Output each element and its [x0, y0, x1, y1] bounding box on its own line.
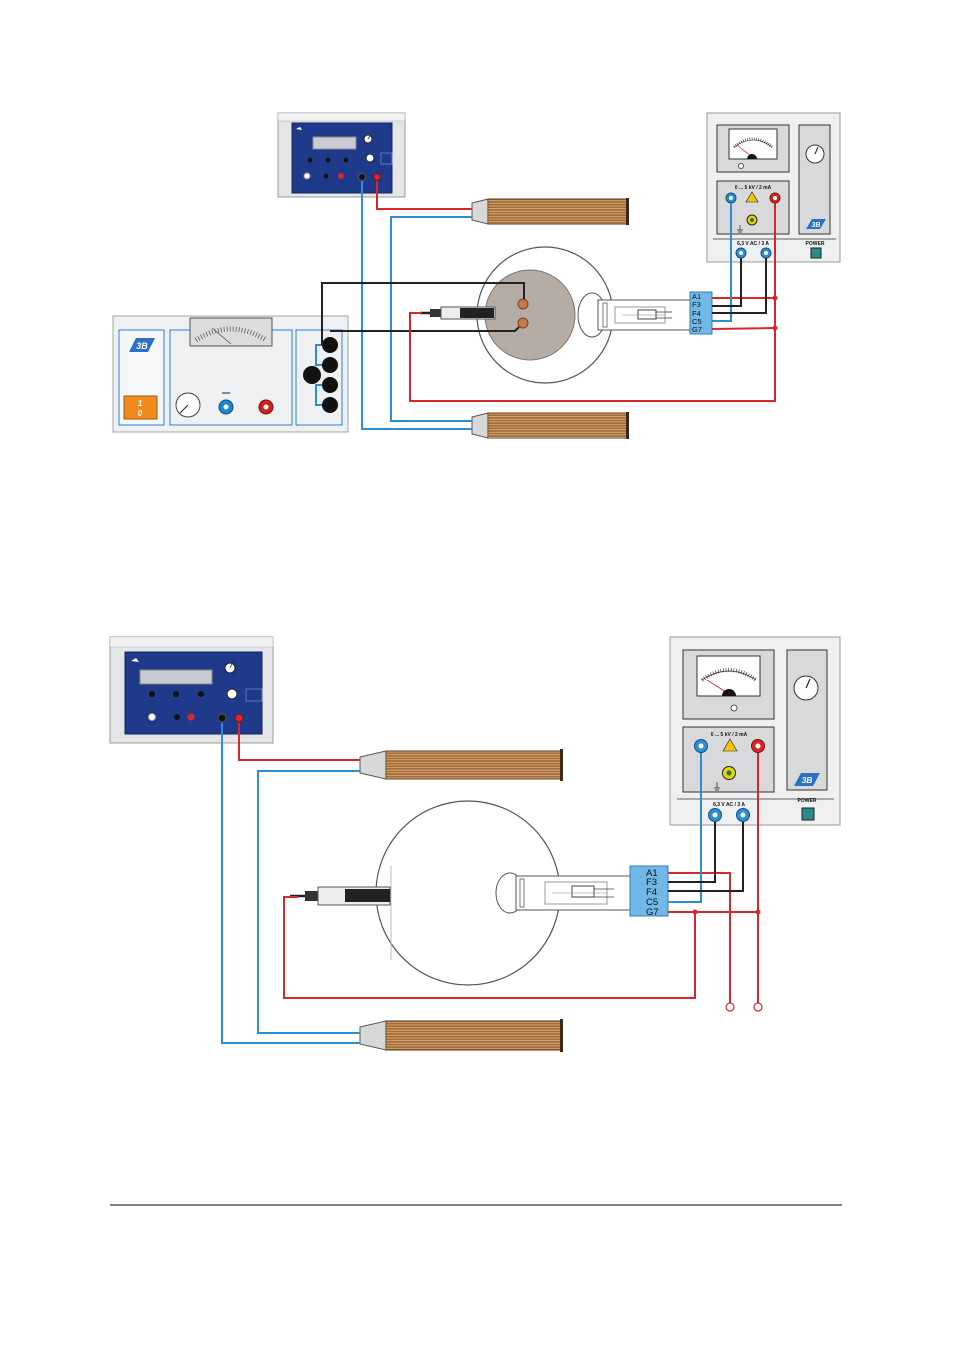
wire-blue — [362, 181, 472, 429]
switch-off-label: 0 — [138, 409, 143, 418]
switch-on-label: 1 — [138, 399, 143, 408]
jack — [149, 691, 155, 697]
jack — [173, 691, 179, 697]
hv-power-supply: 3B 0 ... 5 kV / 2 mA 6,3 V AC / 3 A POWE… — [707, 113, 840, 262]
output-jack-red — [235, 714, 243, 722]
function-generator — [110, 637, 273, 743]
plate-terminal — [518, 299, 528, 309]
jack — [326, 158, 331, 163]
output-jack-black — [359, 174, 366, 181]
helmholtz-coil-upper — [472, 198, 629, 225]
display — [313, 137, 356, 149]
jack-black — [322, 357, 338, 373]
terminal-open — [726, 1003, 734, 1011]
helmholtz-coil-lower — [472, 412, 629, 439]
jack-red — [188, 714, 195, 721]
jack-red — [338, 173, 344, 179]
heater-label: 6,3 V AC / 3 A — [713, 802, 745, 808]
jack-black — [324, 174, 329, 179]
helmholtz-coil-upper — [360, 749, 563, 781]
power-label: POWER — [806, 241, 825, 247]
terminal-open — [754, 1003, 762, 1011]
svg-text:3B: 3B — [802, 775, 813, 785]
knob-icon — [227, 689, 237, 699]
socket-label-g7: G7 — [646, 907, 659, 918]
wire-red — [668, 873, 730, 1003]
jack-white — [304, 173, 310, 179]
output-jack-red — [374, 174, 381, 181]
jack — [198, 691, 204, 697]
analog-meter — [190, 318, 272, 346]
jack — [344, 158, 349, 163]
bottom-diagram: 3B 0 ... 5 kV / 2 mA 6,3 V AC / 3 A POWE… — [110, 637, 840, 1052]
jack-black — [303, 366, 321, 384]
helmholtz-coil-lower — [360, 1019, 563, 1052]
svg-text:3B: 3B — [812, 222, 821, 229]
socket-label-g7: G7 — [692, 325, 702, 334]
svg-text:3B: 3B — [136, 341, 148, 351]
jack-black — [322, 397, 338, 413]
indicator-lamp — [739, 164, 744, 169]
knob-icon — [366, 154, 374, 162]
electron-tube: A1 F3 F4 C5 G7 — [290, 801, 668, 985]
function-generator — [278, 113, 405, 197]
output-jack-black — [218, 714, 226, 722]
power-label: POWER — [798, 798, 817, 804]
socket-label-f3: F3 — [692, 300, 701, 309]
indicator-lamp — [731, 705, 737, 711]
wire-red — [712, 328, 775, 329]
power-button — [811, 248, 821, 258]
jack-black — [174, 714, 180, 720]
heater-label: 6,3 V AC / 3 A — [737, 241, 769, 247]
range-label: 0 ... 5 kV / 2 mA — [735, 185, 772, 191]
dc-power-supply: 3B 1 0 — [113, 316, 348, 432]
jack — [308, 158, 313, 163]
jack-black — [322, 377, 338, 393]
display — [140, 670, 212, 684]
wire-black — [712, 258, 766, 313]
top-diagram: 3B 0 ... 5 kV / 2 mA 6,3 V AC / 3 A POWE… — [113, 113, 840, 439]
jack-black — [322, 337, 338, 353]
wire-black — [668, 822, 743, 891]
plate-terminal — [518, 318, 528, 328]
hv-power-supply: 3B 0 ... 5 kV / 2 mA 6,3 V AC / 3 A POWE… — [670, 637, 840, 825]
electron-tube: A1 F3 F4 C5 G7 — [420, 247, 712, 383]
power-button — [802, 808, 814, 820]
range-label: 0 ... 5 kV / 2 mA — [711, 732, 748, 738]
jack-white — [149, 714, 156, 721]
